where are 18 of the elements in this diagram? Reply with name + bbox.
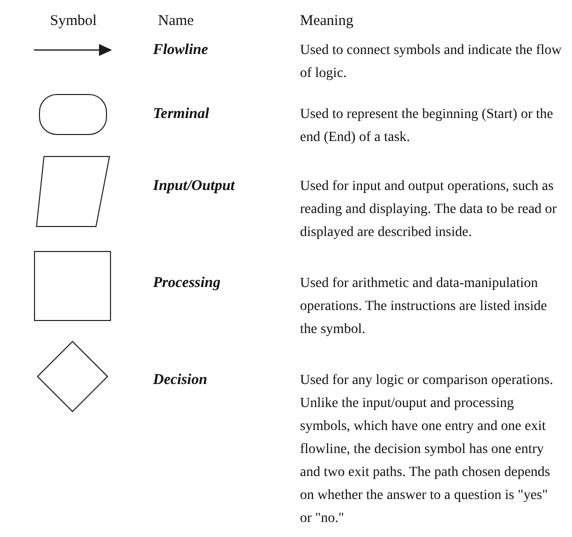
symbol-description: Used for any logic or comparison operations. Unlike the input/ouput and processing symbols, which have one entry and one exit flowline, the decision symbol has one entry and two exit paths. The path chosen depends on whether the answer to a question is "yes" or "no." [300, 372, 554, 528]
column-header: Symbol [50, 12, 98, 31]
column-header: Name [158, 12, 195, 31]
symbol-description: Used for input and output operations, such as reading and displaying. The data to be read or displayed are described inside. [300, 178, 558, 242]
symbol-description: Used to connect symbols and indicate the flow of logic. [300, 42, 562, 83]
input-output-symbol [36, 156, 110, 227]
terminal-symbol [39, 94, 107, 135]
symbol-description: Used for arithmetic and data-manipulation operations. The instructions are listed inside the symbol. [300, 275, 548, 339]
symbol-description: Used to represent the beginning (Start) or the end (End) of a task. [300, 106, 554, 147]
flowline-arrow [34, 44, 112, 56]
process-box [34, 251, 111, 321]
symbol-name: Input/Output [153, 177, 235, 196]
column-header: Meaning [300, 12, 354, 31]
symbol-name: Decision [153, 371, 208, 390]
symbol-name: Terminal [153, 105, 210, 124]
symbol-name: Flowline [153, 41, 208, 60]
decision-diamond [37, 341, 108, 412]
symbol-name: Processing [153, 274, 220, 293]
